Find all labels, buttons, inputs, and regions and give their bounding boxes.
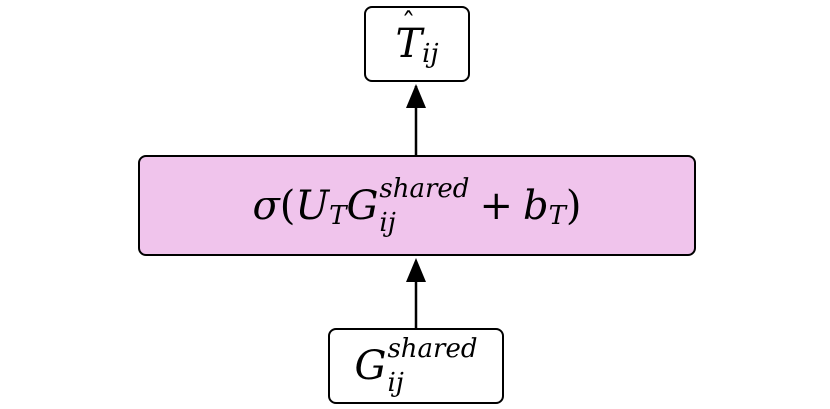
layer-input-scripts: shared ij [379, 176, 469, 236]
hat-accent: ˆ [401, 7, 416, 40]
layer-input-superscript: shared [379, 173, 470, 204]
input-superscript: shared [387, 334, 478, 364]
input-subscript: ij [387, 368, 404, 398]
input-node: G shared ij [328, 328, 504, 404]
layer-input-subscript: ij [379, 207, 396, 238]
bias-subscript: T [548, 200, 566, 231]
arrowhead-bottom [406, 258, 426, 282]
input-symbol: G [354, 343, 387, 389]
open-paren: ( [279, 182, 296, 229]
input-scripts: shared ij [387, 336, 477, 396]
layer-input-symbol: G [346, 182, 379, 229]
plus-sign: + [479, 182, 513, 229]
close-paren: ) [565, 182, 582, 229]
sigma-function: σ [252, 182, 280, 229]
arrowhead-top [406, 84, 426, 108]
bias-symbol: b [522, 182, 549, 229]
output-node: ˆ T ij [364, 6, 470, 82]
weight-symbol: U [295, 182, 330, 229]
output-subscript: ij [422, 39, 439, 69]
output-symbol: ˆ T [395, 7, 423, 67]
transform-layer-node: σ ( U T G shared ij + b T ) [138, 155, 696, 256]
weight-subscript: T [329, 200, 347, 231]
